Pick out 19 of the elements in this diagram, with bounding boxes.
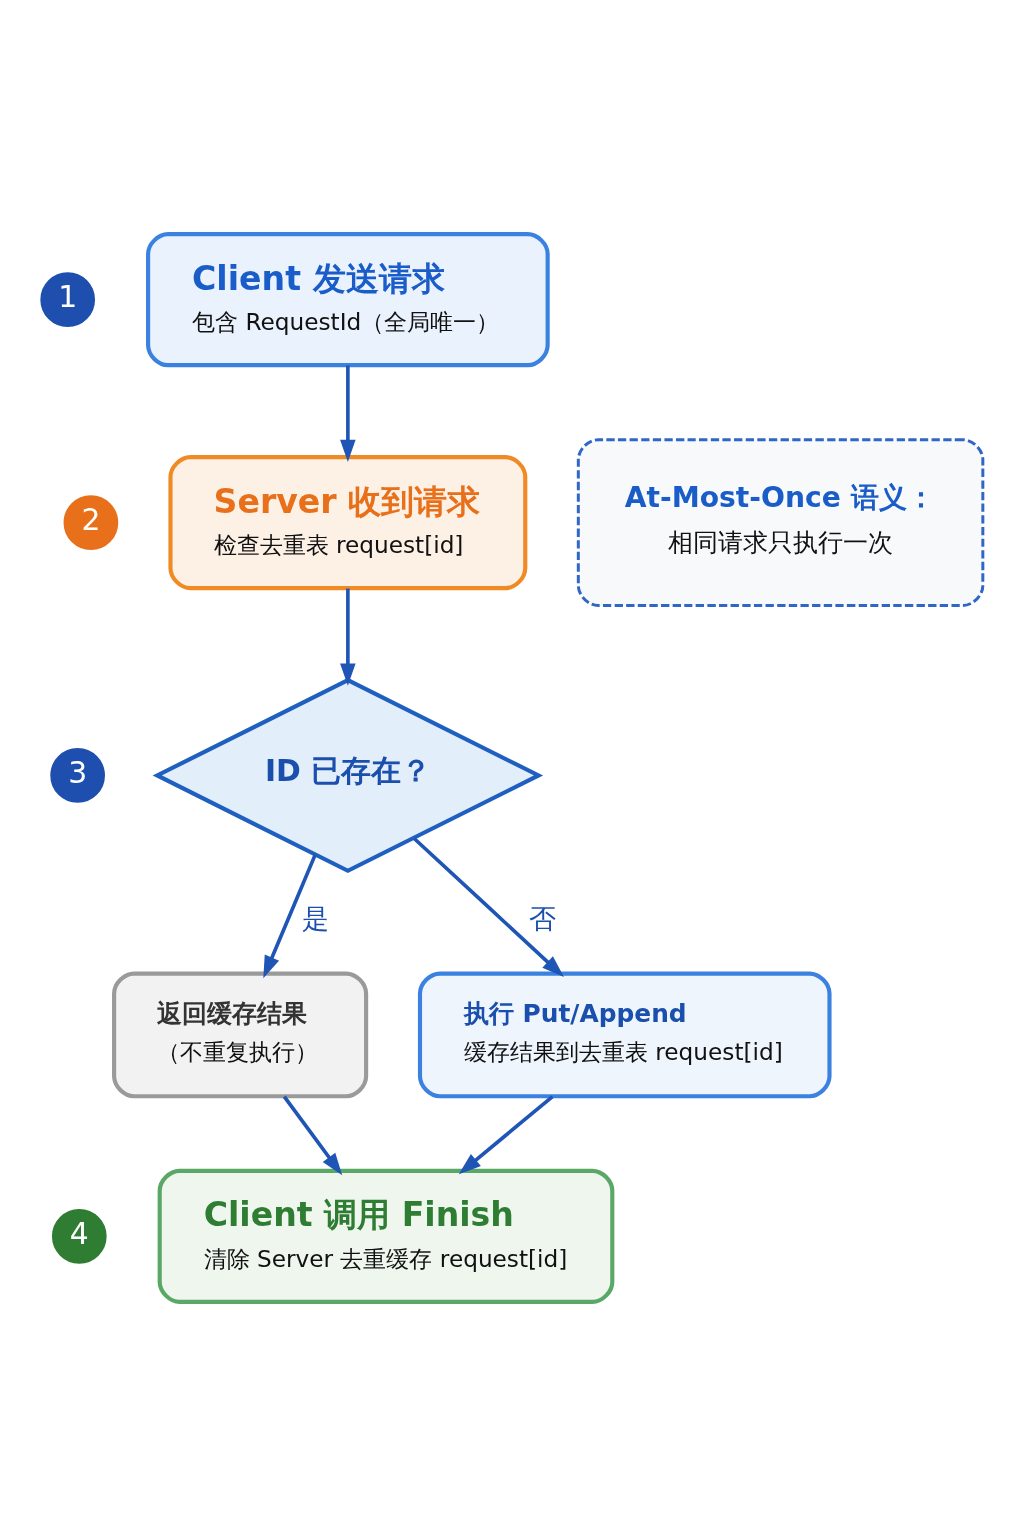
edge-label: 是 [301,903,329,935]
node-box: Client 发送请求 包含 RequestId（全局唯一） [146,232,550,368]
node-diamond: ID 已存在？ [152,677,544,874]
node-circle: 1 [40,272,96,327]
node-box: 返回缓存结果 （不重复执行） [112,971,369,1099]
arrow [282,1095,343,1176]
arrow [340,365,356,462]
node-box: Server 收到请求 检查去重表 request[id] [168,455,528,591]
arrow [263,853,317,979]
node-box: At-Most-Once 语义： 相同请求只执行一次 [576,438,985,607]
node-box: Client 调用 Finish 清除 Server 去重缓存 request[id] [157,1168,615,1304]
edge-label: 否 [529,903,557,935]
arrow [412,837,564,978]
node-box: 执行 Put/Append 缓存结果到去重表 request[id] [417,971,832,1099]
node-circle: 3 [50,748,105,803]
arrow [340,588,356,686]
node-circle: 4 [51,1209,107,1264]
node-circle: 2 [63,495,119,550]
arrow [458,1095,554,1175]
